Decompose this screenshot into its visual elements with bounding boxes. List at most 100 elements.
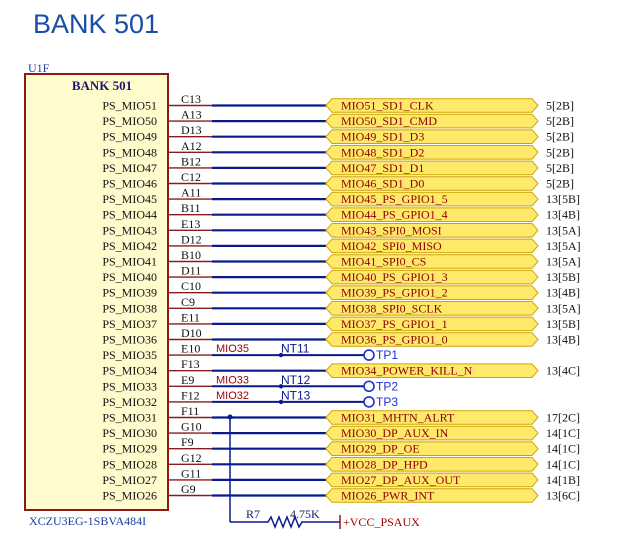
offpage-connector [325,285,539,300]
net-tie-label: NT12 [281,373,311,387]
sheet-ref: 5[2B] [546,145,574,159]
pin-name: PS_MIO30 [102,426,157,440]
offpage-connector [325,129,539,144]
sheet-ref: 17[2C] [546,411,580,425]
net-tie-label: NT13 [281,388,311,402]
offpage-connector [325,145,539,160]
pin-name: PS_MIO44 [102,208,157,222]
pin-name: PS_MIO43 [102,223,157,237]
net-name: MIO27_DP_AUX_OUT [341,473,461,487]
pin-ball: F13 [181,357,200,371]
pin-ball: D10 [181,326,202,340]
sheet-ref: 5[2B] [546,161,574,175]
resistor-refdes: R7 [246,507,260,521]
pin-ball: G10 [181,420,202,434]
offpage-connector [325,410,539,425]
net-name: MIO26_PWR_INT [341,489,435,503]
pin-ball: G11 [181,466,201,480]
net-name: MIO48_SD1_D2 [341,145,424,159]
offpage-connector [325,425,539,441]
sheet-ref: 14[1C] [546,457,580,471]
sheet-ref: 14[1B] [546,473,580,487]
net-name: MIO41_SPI0_CS [341,255,426,269]
pin-name: PS_MIO38 [102,301,157,315]
part-symbol-box [24,73,169,511]
pin-name: PS_MIO26 [102,489,157,503]
sheet-ref: 13[4B] [546,286,580,300]
pin-name: PS_MIO28 [102,457,157,471]
sheet-ref: 13[6C] [546,489,580,503]
net-name: MIO28_DP_HPD [341,457,428,471]
net-name: MIO47_SD1_D1 [341,161,424,175]
sheet-ref: 5[2B] [546,130,574,144]
pin-ball: D11 [181,264,201,278]
sheet-ref: 14[1C] [546,426,580,440]
sheet-ref: 13[5A] [546,239,581,253]
net-name: MIO40_PS_GPIO1_3 [341,270,448,284]
pin-ball: B10 [181,248,201,262]
pin-name: PS_MIO36 [102,333,157,347]
offpage-connector [325,457,539,472]
offpage-connector [325,98,539,113]
sheet-ref: 13[5B] [546,317,580,331]
sheet-ref: 5[2B] [546,177,574,191]
net-name: MIO34_POWER_KILL_N [341,364,473,378]
pin-name: PS_MIO49 [102,130,157,144]
test-point-label: TP1 [376,348,398,362]
supply-label: +VCC_PSAUX [343,515,420,529]
pin-ball: E13 [181,217,200,231]
sheet-ref: 13[5A] [546,255,581,269]
page-title: BANK 501 [33,9,159,39]
offpage-connector [325,488,539,503]
pin-name: PS_MIO33 [102,379,157,393]
pin-ball: E10 [181,342,200,356]
sheet-ref: 13[5B] [546,270,580,284]
offpage-connector [325,332,539,347]
offpage-connector [325,223,539,238]
net-name: MIO29_DP_OE [341,442,420,456]
net-name: MIO37_PS_GPIO1_1 [341,317,448,331]
pin-ball: E11 [181,310,200,324]
part-number: XCZU3EG-1SBVA484I [29,514,146,528]
offpage-connector [325,269,539,285]
offpage-connector [325,238,539,254]
pin-name: PS_MIO50 [102,114,157,128]
pin-ball: G12 [181,451,202,465]
pin-name: PS_MIO46 [102,177,157,191]
offpage-connector [325,316,539,332]
pin-ball: G9 [181,482,196,496]
pin-name: PS_MIO39 [102,286,157,300]
pin-ball: A12 [181,139,202,153]
net-name: MIO44_PS_GPIO1_4 [341,208,448,222]
net-name: MIO45_PS_GPIO1_5 [341,192,448,206]
pin-ball: B11 [181,201,201,215]
part-refdes: U1F [28,61,50,75]
offpage-connector [325,207,539,222]
offpage-connector [325,363,539,378]
pin-ball: F9 [181,435,194,449]
pin-ball: D12 [181,232,202,246]
offpage-connector [325,254,539,269]
bank-label: BANK 501 [72,78,132,93]
net-tie-dot [278,384,284,389]
sheet-ref: 13[4B] [546,208,580,222]
offpage-connector [325,191,539,207]
pin-name: PS_MIO41 [102,255,157,269]
pin-name: PS_MIO29 [102,442,157,456]
sheet-ref: 14[1C] [546,442,580,456]
sheet-ref: 5[2B] [546,99,574,113]
pin-ball: C10 [181,279,201,293]
offpage-connector [325,301,539,316]
net-name: MIO51_SD1_CLK [341,99,434,113]
offpage-connector [325,441,539,456]
pin-name: PS_MIO27 [102,473,157,487]
resistor-value: 4.75K [290,507,320,521]
net-name: MIO50_SD1_CMD [341,114,437,128]
pin-name: PS_MIO31 [102,411,157,425]
pin-name: PS_MIO37 [102,317,157,331]
pin-ball: F11 [181,404,199,418]
offpage-connector [325,472,539,488]
